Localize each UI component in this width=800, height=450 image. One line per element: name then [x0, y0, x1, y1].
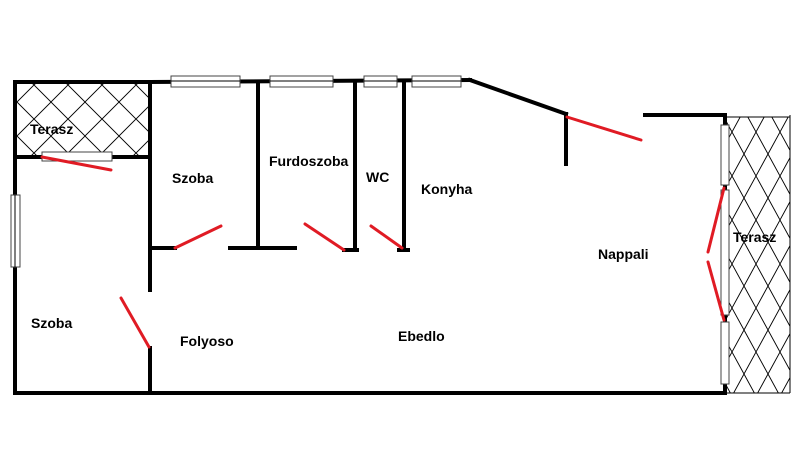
door-konyha-slant [565, 115, 643, 142]
outer-wall-left-top [13, 80, 152, 395]
window-right-upper [720, 124, 730, 186]
door-wc [369, 224, 404, 250]
window-right-middle [720, 189, 730, 316]
room-label-wc: WC [366, 169, 389, 185]
outer-wall-slant [467, 77, 569, 117]
room-label-szoba-bottom: Szoba [31, 315, 72, 331]
window-right-lower [720, 321, 730, 385]
room-label-terasz-left: Terasz [30, 121, 73, 137]
left-terrace-hatch [15, 82, 149, 157]
door-terrace-right-upper [706, 186, 726, 254]
room-label-ebedlo: Ebedlo [398, 328, 445, 344]
room-label-nappali: Nappali [598, 246, 649, 262]
door-terrace-right-lower [706, 260, 726, 322]
door-szoba-top [173, 224, 223, 250]
right-terrace-hatch [726, 117, 790, 393]
door-furdoszoba [303, 222, 346, 252]
room-label-konyha: Konyha [421, 181, 473, 197]
door-terrace-left [40, 155, 113, 172]
door-szoba-bottom [119, 296, 151, 349]
room-label-terasz-right: Terasz [733, 229, 776, 245]
room-label-furdoszoba: Furdoszoba [269, 153, 349, 169]
room-label-szoba-top: Szoba [172, 170, 213, 186]
room-label-folyoso: Folyoso [180, 333, 234, 349]
